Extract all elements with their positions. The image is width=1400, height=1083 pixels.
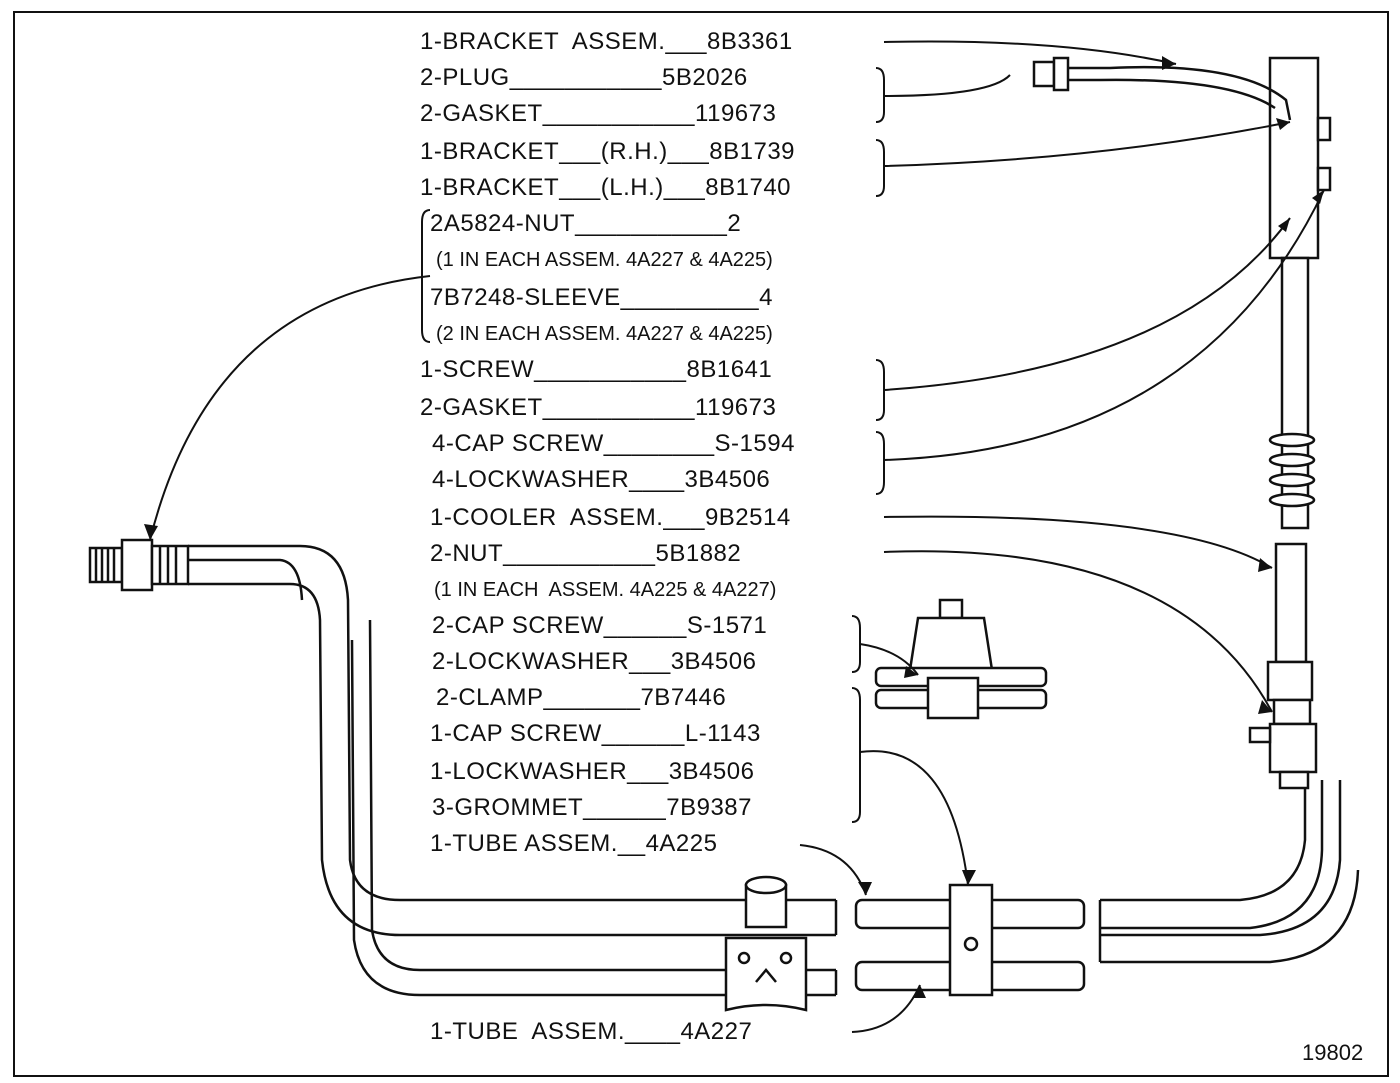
label-nut-5b1882: 2-NUT___________5B1882 [430, 540, 742, 567]
label-cooler-assembly: 1-COOLER ASSEM.___9B2514 [430, 504, 791, 531]
label-lockwasher-2: 2-LOCKWASHER___3B4506 [432, 648, 757, 675]
tube-assembly-left [88, 538, 838, 997]
label-sleeve-note: (2 IN EACH ASSEM. 4A227 & 4A225) [436, 323, 773, 345]
label-tube-4a225: 1-TUBE ASSEM.__4A225 [430, 830, 718, 857]
frame-border [13, 11, 1389, 1077]
label-tube-4a227: 1-TUBE ASSEM.____4A227 [430, 1018, 753, 1045]
label-gasket-upper: 2-GASKET___________119673 [420, 100, 777, 127]
label-bracket-lh: 1-BRACKET___(L.H.)___8B1740 [420, 174, 792, 201]
label-plug: 2-PLUG___________5B2026 [420, 64, 748, 91]
label-clamp: 2-CLAMP_______7B7446 [436, 684, 727, 711]
cooler-assembly-upper [1032, 56, 1332, 530]
label-nut-5b1882-note: (1 IN EACH ASSEM. 4A225 & 4A227) [434, 579, 777, 601]
label-cap-screw-l1143: 1-CAP SCREW______L-1143 [430, 720, 761, 747]
label-sleeve: 7B7248-SLEEVE__________4 [430, 284, 773, 311]
cooler-assembly-lower [1248, 542, 1318, 790]
label-bracket-assembly: 1-BRACKET ASSEM.___8B3361 [420, 28, 793, 55]
label-nut-note: (1 IN EACH ASSEM. 4A227 & 4A225) [436, 249, 773, 271]
label-nut-2a5824: 2A5824-NUT___________2 [430, 210, 742, 237]
label-lockwasher-1: 1-LOCKWASHER___3B4506 [430, 758, 755, 785]
label-bracket-rh: 1-BRACKET___(R.H.)___8B1739 [420, 138, 796, 165]
tube-segments-middle [854, 883, 1086, 997]
clamp-detail [874, 598, 1048, 720]
label-gasket-lower: 2-GASKET___________119673 [420, 394, 777, 421]
leader-arrowheads [144, 56, 1324, 998]
tube-segments-right [1098, 780, 1360, 964]
label-screw: 1-SCREW___________8B1641 [420, 356, 773, 383]
label-grommet: 3-GROMMET______7B9387 [432, 794, 752, 821]
label-cap-screw-s1594: 4-CAP SCREW________S-1594 [432, 430, 795, 457]
leader-lines [149, 40, 1325, 1033]
label-cap-screw-s1571: 2-CAP SCREW______S-1571 [432, 612, 768, 639]
clamp-left [724, 875, 808, 1012]
label-lockwasher-4: 4-LOCKWASHER____3B4506 [432, 466, 771, 493]
figure-number: 19802 [1302, 1040, 1364, 1065]
